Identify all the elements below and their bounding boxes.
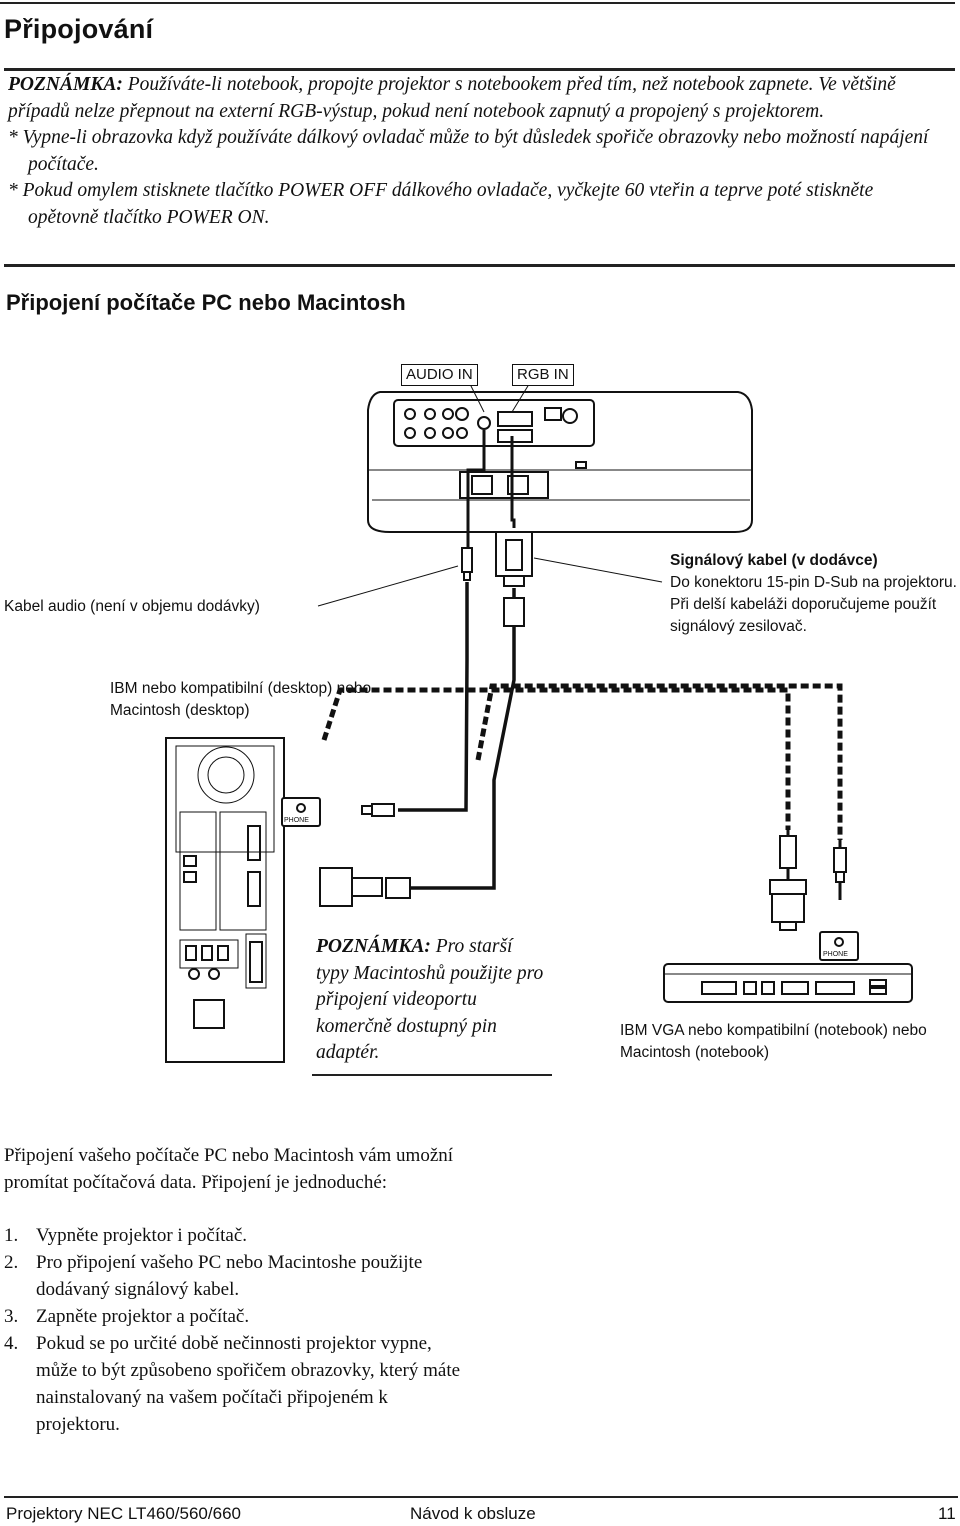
vga-plug-icon [319,867,411,907]
macintosh-note: POZNÁMKA: Pro starší typy Macintoshů pou… [316,934,546,1067]
diagram-drawing: PHONE PHONE [165,375,913,1063]
step-number: 4. [4,1333,19,1354]
footer-center: Návod k obsluze [410,1504,536,1523]
note-text: Používáte-li notebook, propojte projekto… [8,74,896,122]
note-underline [312,1074,552,1076]
macintosh-note-text: Pro starší typy Macintoshů použijte pro … [316,936,544,1063]
signal-cable-text: Do konektoru 15-pin D-Sub na projektoru.… [670,574,957,635]
projector-icon [367,391,753,533]
step-item: 3. Zapněte projektor a počítač. [4,1303,474,1330]
step-number: 2. [4,1252,19,1273]
step-number: 3. [4,1306,19,1327]
vga-plug-icon [769,879,807,931]
audio-cable-label: Kabel audio (není v objemu dodávky) [4,598,260,615]
step-text: Pokud se po určité době nečinnosti proje… [36,1333,461,1435]
vga-plug-icon [495,531,533,587]
note-paragraph: POZNÁMKA: Používáte-li notebook, propojt… [8,72,948,125]
title-rule [4,68,955,71]
note-rule [4,264,955,267]
section-title: Připojení počítače PC nebo Macintosh [6,290,406,315]
step-text: Zapněte projektor a počítač. [36,1306,250,1327]
rgb-in-label: RGB IN [512,364,574,386]
audio-plug-icon [461,547,473,581]
note-bullet: * Pokud omylem stisknete tlačítko POWER … [8,180,874,228]
step-text: Vypněte projektor i počítač. [36,1225,248,1246]
signal-cable-title: Signálový kabel (v dodávce) [670,552,878,569]
footer-left: Projektory NEC LT460/560/660 [6,1504,241,1523]
projector-cable [466,430,516,560]
ferrite-icon [779,835,797,869]
desktop-tower-icon [165,737,285,1063]
step-number: 1. [4,1225,19,1246]
body-text: Připojení vašeho počítače PC nebo Macint… [4,1142,474,1438]
ferrite-icon [503,597,525,627]
notebook-label: IBM VGA nebo kompatibilní (notebook) neb… [620,1022,927,1061]
signal-cable [410,588,516,890]
step-item: 1. Vypněte projektor i počítač. [4,1222,474,1249]
signal-cable-label: Signálový kabel (v dodávce) Do konektoru… [670,550,960,638]
audio-in-label: AUDIO IN [401,364,478,386]
step-item: 2. Pro připojení vašeho PC nebo Macintosh… [4,1249,474,1303]
phone-text: PHONE [823,951,848,958]
footer-rule [4,1496,958,1498]
note-label: POZNÁMKA: [8,74,123,95]
desktop-label: IBM nebo kompatibilní (desktop) nebo Mac… [110,680,372,719]
audio-cable [398,582,469,812]
note-block: POZNÁMKA: Používáte-li notebook, propojt… [8,72,948,231]
footer-page-number: 11 [938,1504,956,1523]
audio-plug-icon [833,847,847,883]
notebook-icon [663,963,913,1003]
phone-jack-icon [281,797,321,827]
intro-paragraph: Připojení vašeho počítače PC nebo Macint… [4,1145,454,1193]
steps-list: 1. Vypněte projektor i počítač. 2. Pro při… [4,1222,474,1438]
leader-line [317,375,663,607]
step-text: Pro připojení vašeho PC nebo Macintoshe … [36,1252,423,1300]
note-bullet: * Vypne-li obrazovka když používáte dálk… [8,127,929,175]
dashed-cable [321,683,843,840]
step-item: 4. Pokud se po určité době nečinnosti pro… [4,1330,474,1438]
macintosh-note-label: POZNÁMKA: [316,936,431,957]
phone-jack-icon [819,931,859,961]
audio-plug-icon [361,803,395,817]
top-rule [0,2,955,4]
phone-text: PHONE [284,817,309,824]
page-title: Připojování [4,14,154,44]
